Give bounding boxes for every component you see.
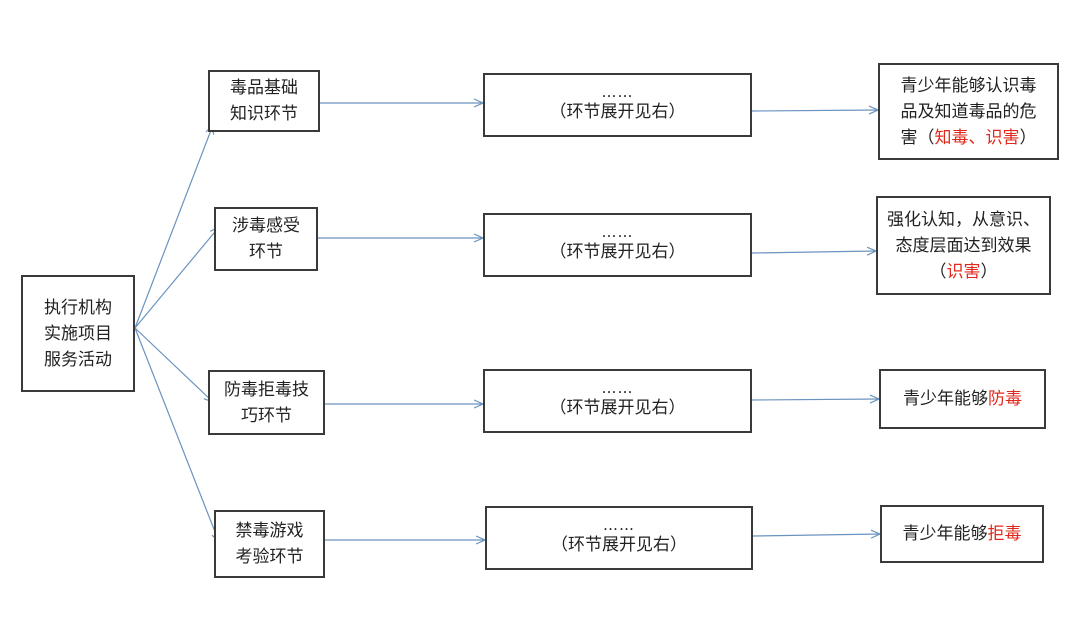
outcome-box-4: 青少年能够拒毒	[880, 505, 1044, 563]
stage-2-line-2: 环节	[249, 242, 283, 262]
outcome-2-line-1: 强化认知，从意识、	[887, 209, 1040, 230]
outcome-2-line-3-post: ）	[980, 261, 998, 282]
outcome-1-line-3-pre: 害（	[900, 127, 935, 148]
detail-4-dots: ……	[603, 516, 635, 534]
detail-3-text: （环节展开见右）	[549, 398, 686, 418]
stage-box-1: 毒品基础 知识环节	[208, 70, 320, 132]
outcome-box-1: 青少年能够认识毒 品及知道毒品的危 害（知毒、识害）	[878, 63, 1059, 160]
detail-2-dots: ……	[601, 223, 634, 241]
stage-box-4: 禁毒游戏 考验环节	[214, 510, 325, 578]
outcome-1-line-3-post: ）	[1019, 127, 1037, 148]
detail-box-1: …… （环节展开见右）	[483, 73, 752, 137]
stage-1-line-2: 知识环节	[230, 104, 298, 124]
stage-1-line-1: 毒品基础	[230, 78, 298, 98]
outcome-2-line-3-pre: （	[929, 261, 947, 282]
detail-box-3: …… （环节展开见右）	[483, 369, 752, 433]
outcome-3-highlight: 防毒	[988, 389, 1022, 409]
outcome-1-line-2: 品及知道毒品的危	[900, 101, 1037, 122]
detail-2-text: （环节展开见右）	[549, 242, 686, 262]
detail-box-2: …… （环节展开见右）	[483, 213, 752, 277]
detail-4-text: （环节展开见右）	[551, 535, 687, 555]
detail-box-4: …… （环节展开见右）	[485, 506, 753, 570]
arrow-detail-4-to-outcome-4	[752, 534, 880, 536]
detail-1-text: （环节展开见右）	[549, 102, 686, 122]
stage-3-line-1: 防毒拒毒技	[224, 379, 309, 400]
arrow-root-to-stage-2	[134, 227, 219, 329]
root-box: 执行机构 实施项目 服务活动	[21, 275, 135, 392]
outcome-box-2: 强化认知，从意识、 态度层面达到效果 （识害）	[876, 196, 1051, 295]
outcome-3-line-1-pre: 青少年能够	[903, 389, 988, 409]
root-line-2: 实施项目	[44, 323, 112, 344]
outcome-4-line-1-pre: 青少年能够	[902, 524, 988, 544]
stage-3-line-2: 巧环节	[241, 405, 292, 426]
arrow-root-to-stage-1	[134, 125, 213, 329]
outcome-2-line-2: 态度层面达到效果	[895, 235, 1032, 256]
stage-2-line-1: 涉毒感受	[232, 216, 300, 236]
arrow-detail-2-to-outcome-2	[751, 251, 876, 253]
outcome-1-highlight: 知毒、识害	[934, 127, 1020, 148]
detail-1-dots: ……	[601, 83, 634, 101]
outcome-4-highlight: 拒毒	[987, 524, 1022, 544]
outcome-2-line-3: （识害）	[930, 259, 998, 285]
outcome-1-line-3: 害（知毒、识害）	[901, 125, 1037, 151]
outcome-2-highlight: 识害	[946, 261, 981, 282]
detail-3-dots: ……	[601, 379, 634, 397]
arrow-detail-3-to-outcome-3	[751, 399, 879, 400]
stage-4-line-2: 考验环节	[235, 547, 304, 567]
outcome-box-3: 青少年能够防毒	[879, 369, 1046, 429]
outcome-3-line-1: 青少年能够防毒	[903, 386, 1022, 412]
arrow-root-to-stage-4	[134, 327, 219, 542]
root-line-3: 服务活动	[44, 349, 112, 370]
arrow-detail-1-to-outcome-1	[751, 110, 878, 111]
outcome-1-line-1: 青少年能够认识毒	[900, 75, 1037, 96]
arrow-root-to-stage-3	[134, 327, 213, 402]
outcome-4-line-1: 青少年能够拒毒	[903, 521, 1022, 547]
stage-4-line-1: 禁毒游戏	[235, 521, 304, 541]
stage-box-3: 防毒拒毒技 巧环节	[208, 370, 325, 435]
stage-box-2: 涉毒感受 环节	[214, 207, 318, 271]
root-line-1: 执行机构	[44, 297, 112, 318]
